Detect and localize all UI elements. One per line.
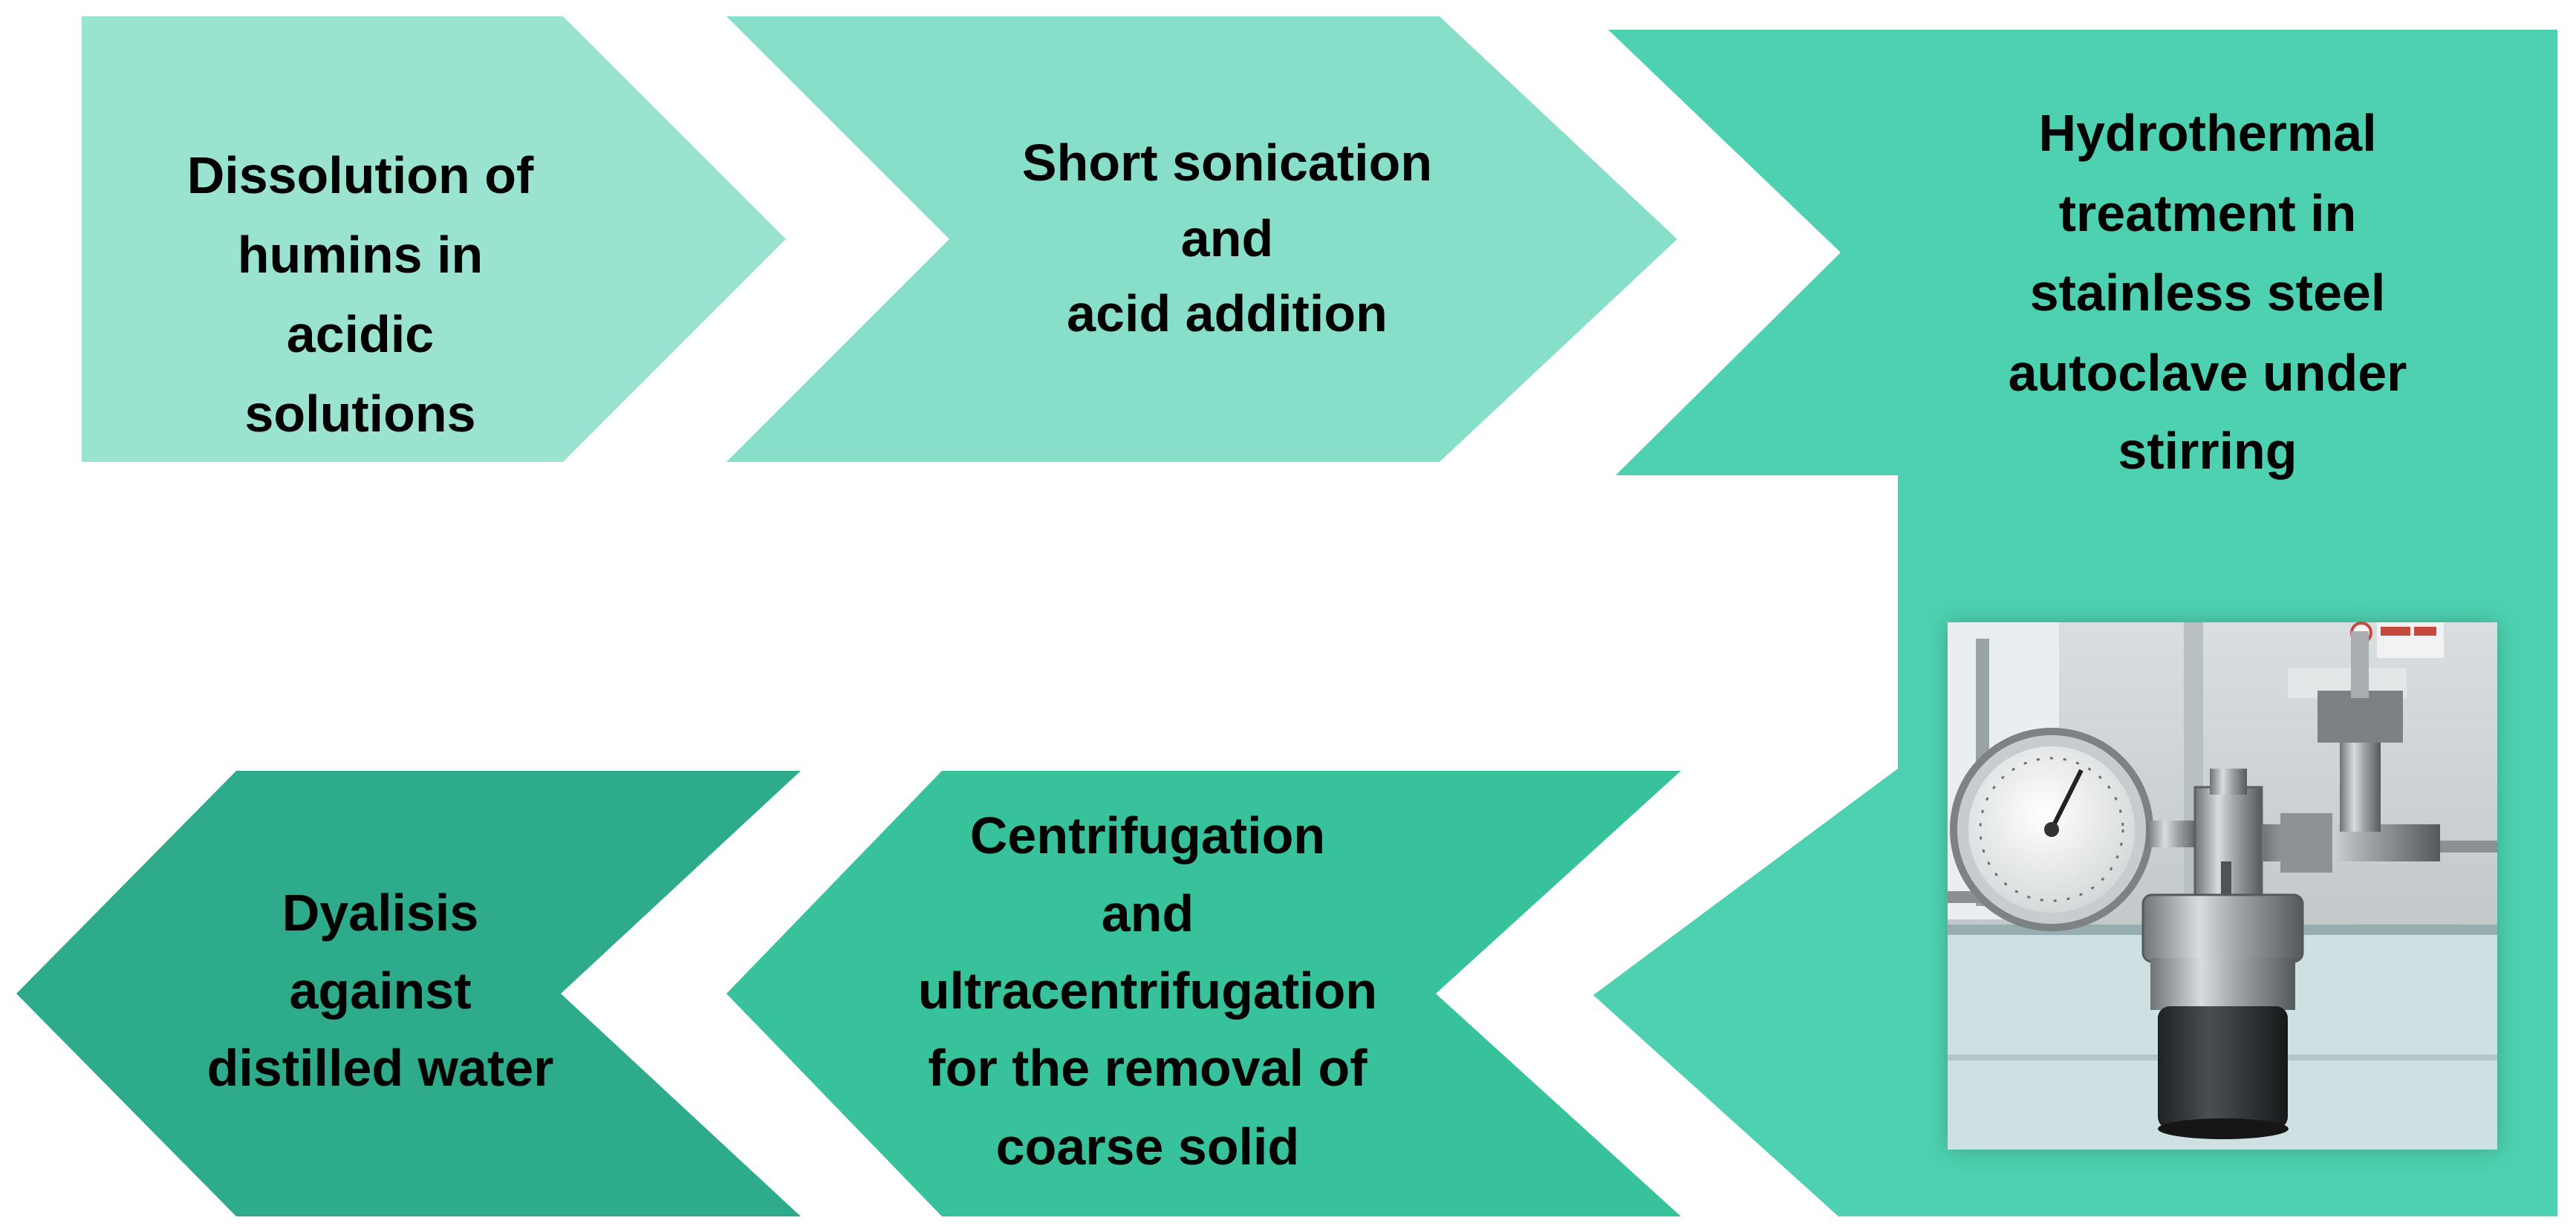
- step-2-line: and: [1181, 209, 1273, 267]
- step-5-line: against: [289, 962, 471, 1020]
- step-2-chevron: [726, 16, 1677, 462]
- step-3-line: stainless steel: [2030, 264, 2386, 322]
- step-5-chevron: [16, 771, 801, 1216]
- step-1-label: Dissolution of humins in acidic solution…: [187, 146, 534, 443]
- step-4-line: for the removal of: [928, 1039, 1367, 1097]
- step-5-line: distilled water: [207, 1039, 554, 1097]
- step-5-label: Dyalisis against distilled water: [207, 884, 554, 1097]
- step-2-line: acid addition: [1067, 284, 1388, 342]
- step-3-line: autoclave under: [2009, 344, 2407, 402]
- pressure-gauge-icon: [1950, 728, 2199, 931]
- step-4-label: Centrifugation and ultracentrifugation f…: [918, 806, 1377, 1176]
- autoclave-vessel-icon: [2141, 893, 2304, 1139]
- step-1-chevron: [82, 16, 786, 462]
- step-1-line: humins in: [238, 226, 484, 284]
- step-4-chevron: [726, 771, 1681, 1216]
- step-3-line: Hydrothermal: [2038, 104, 2376, 162]
- step-1-line: solutions: [244, 385, 475, 443]
- step-3-line: treatment in: [2059, 184, 2357, 242]
- valve-assembly-icon: [2193, 631, 2440, 913]
- step-3-line: stirring: [2118, 422, 2297, 480]
- step-4-line: and: [1102, 884, 1194, 942]
- step-4-line: ultracentrifugation: [918, 962, 1377, 1020]
- step-5-line: Dyalisis: [282, 884, 479, 942]
- step-3-label: Hydrothermal treatment in stainless stee…: [2009, 104, 2407, 480]
- step-4-line: coarse solid: [996, 1118, 1300, 1176]
- autoclave-photo: [1948, 622, 2497, 1150]
- step-2-line: Short sonication: [1022, 134, 1432, 192]
- step-2-label: Short sonication and acid addition: [1022, 134, 1432, 342]
- step-1-line: acidic: [287, 305, 434, 363]
- step-1-line: Dissolution of: [187, 146, 534, 204]
- step-4-line: Centrifugation: [970, 806, 1325, 864]
